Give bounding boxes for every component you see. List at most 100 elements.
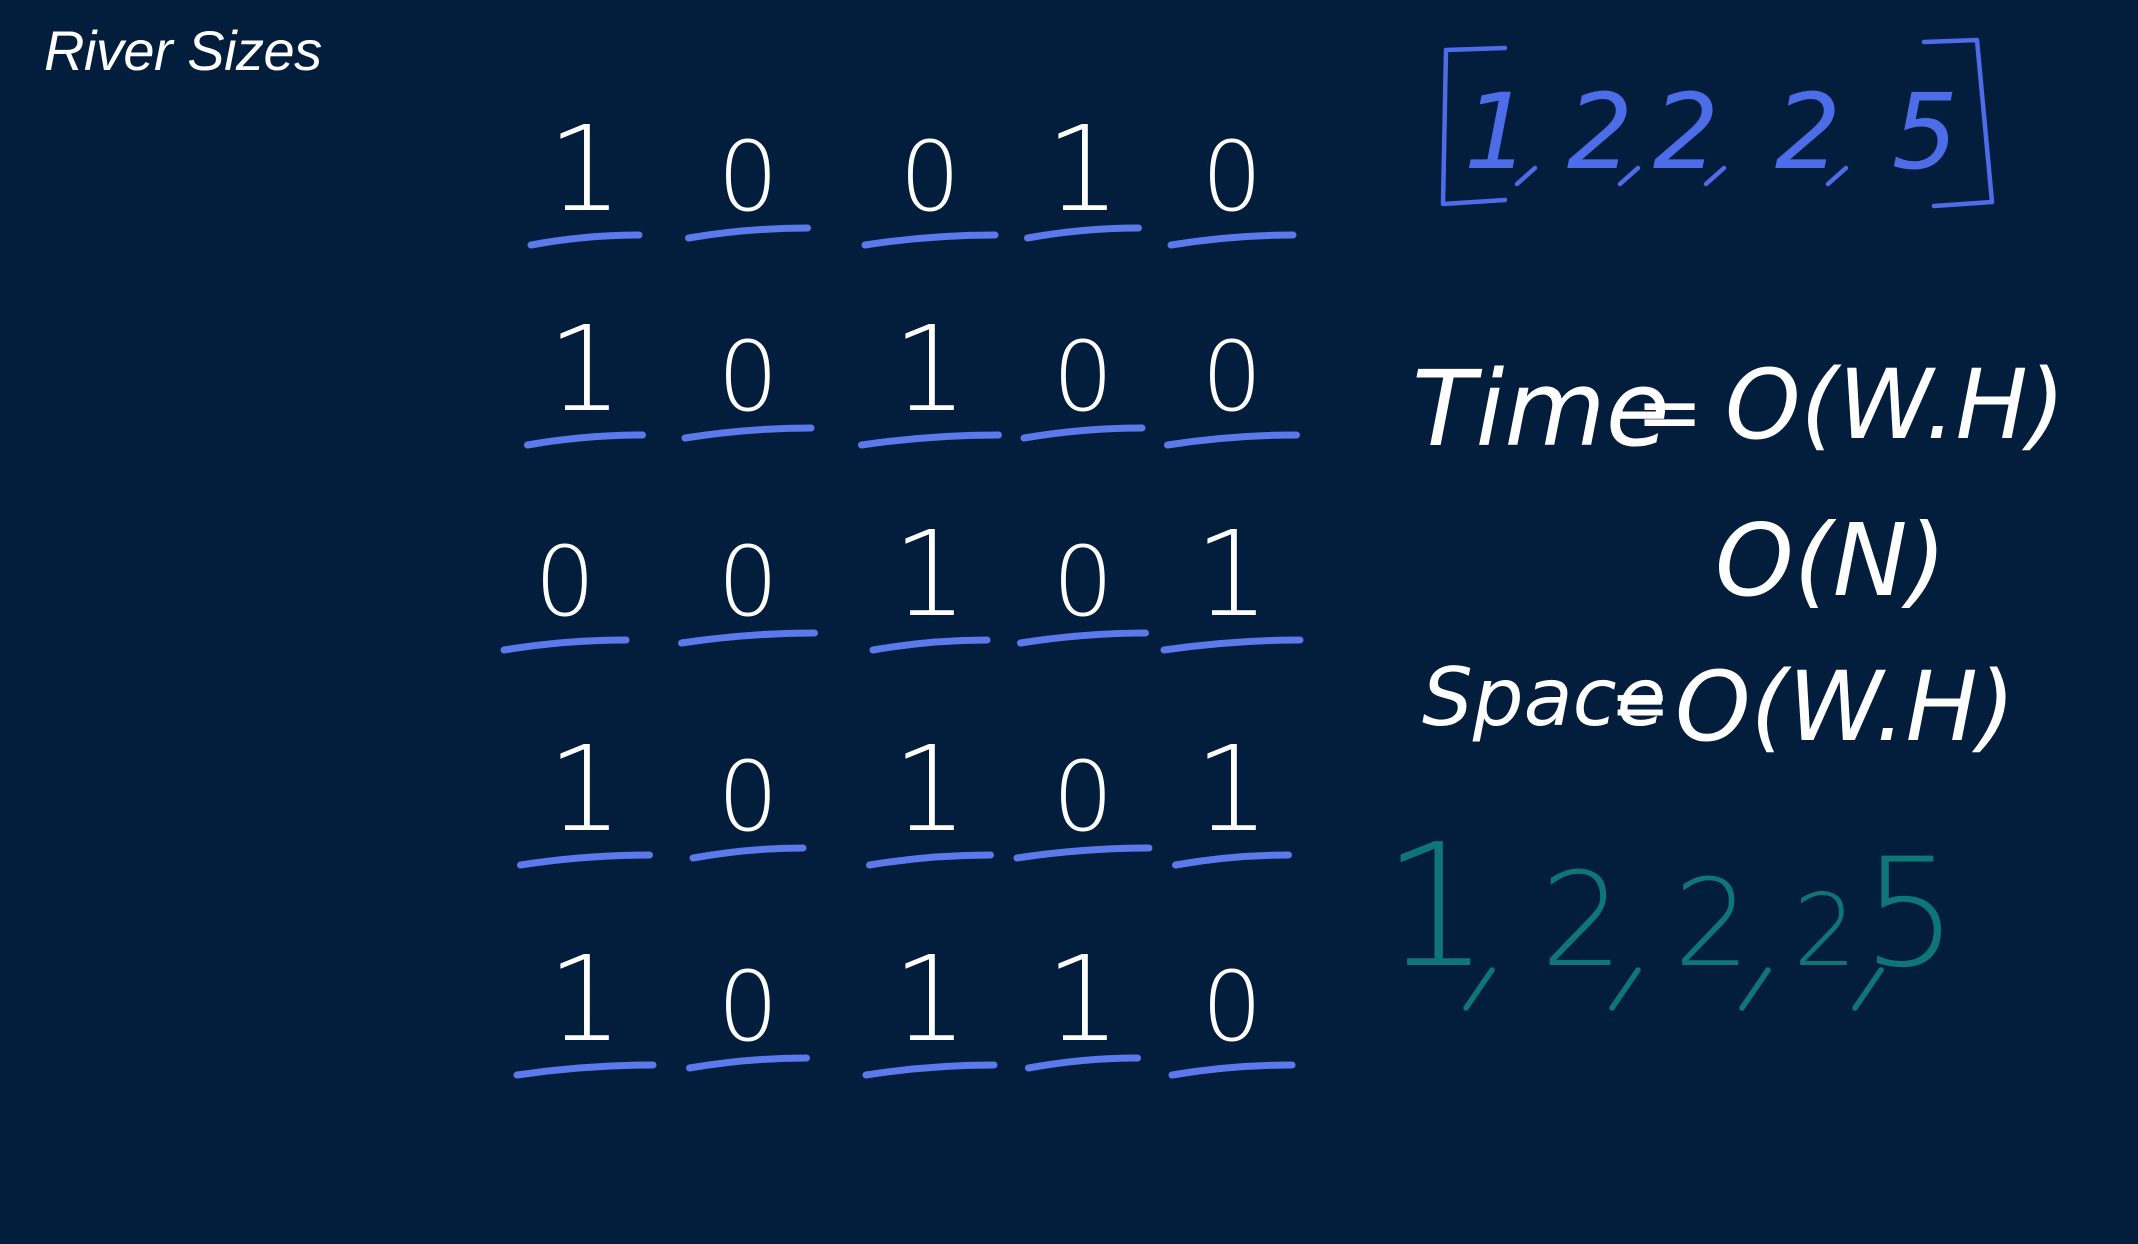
matrix-underline <box>524 431 646 449</box>
matrix-underline <box>866 851 994 869</box>
matrix-cell: 1 <box>866 720 994 869</box>
matrix-cell: 0 <box>1164 321 1300 449</box>
matrix-cell: 0 <box>1017 526 1149 647</box>
matrix-cell: 0 <box>1167 121 1297 249</box>
result-bottom-value: 5 <box>1862 827 1957 1001</box>
matrix-underline <box>1025 1054 1141 1072</box>
matrix-cell: 1 <box>527 100 643 249</box>
matrix-cell: 0 <box>861 121 999 249</box>
matrix-cell: 0 <box>678 526 818 647</box>
comma-mark <box>1825 165 1849 187</box>
matrix-cell: 1 <box>862 930 998 1079</box>
matrix-underline <box>1013 844 1153 862</box>
time-equals: = <box>1636 366 1703 459</box>
matrix-underline <box>1164 431 1300 449</box>
matrix-digit: 1 <box>1045 930 1120 1068</box>
matrix-cell: 0 <box>500 526 630 654</box>
result-bottom-value: 1 <box>1382 808 1490 1006</box>
matrix-digit: 0 <box>717 321 778 433</box>
matrix-underline <box>513 1061 657 1079</box>
matrix-underline <box>862 1061 998 1079</box>
matrix-underline <box>1160 636 1304 654</box>
comma-mark <box>1609 967 1641 1011</box>
left-bracket <box>1440 45 1508 207</box>
result-top-value: 5 <box>1892 71 1958 193</box>
time-label: Time <box>1412 348 1670 470</box>
matrix-underline <box>681 424 815 442</box>
matrix-digit: 1 <box>547 100 622 238</box>
matrix-cell: 0 <box>1020 321 1146 442</box>
result-bottom-value: 2 <box>1674 855 1750 994</box>
matrix-cell: 0 <box>1013 741 1153 862</box>
matrix-cell: 0 <box>1168 951 1296 1079</box>
matrix-underline <box>685 224 811 242</box>
right-bracket <box>1921 37 1995 209</box>
page-title: River Sizes <box>44 19 322 82</box>
matrix-underline <box>869 636 991 654</box>
matrix-digit: 1 <box>1194 720 1269 858</box>
result-bottom-value: 2 <box>1541 844 1624 996</box>
comma-mark <box>1514 165 1538 187</box>
matrix-underline <box>858 431 1002 449</box>
matrix-digit: 1 <box>547 930 622 1068</box>
matrix-cell: 0 <box>681 321 815 442</box>
matrix-digit: 1 <box>892 505 967 643</box>
matrix-digit: 0 <box>534 526 595 638</box>
matrix-cell: 1 <box>1160 505 1304 654</box>
matrix-digit: 0 <box>1201 951 1262 1063</box>
matrix-underline <box>678 629 818 647</box>
matrix-underline <box>1168 1061 1296 1079</box>
matrix-underline <box>1017 629 1149 647</box>
matrix-cell: 1 <box>513 930 657 1079</box>
matrix-underline <box>1167 231 1297 249</box>
matrix-underline <box>1020 424 1146 442</box>
matrix-underline <box>686 1054 810 1072</box>
comma-mark <box>1852 967 1884 1011</box>
time-alt-value: O(N) <box>1715 502 1947 619</box>
matrix-digit: 0 <box>717 121 778 233</box>
matrix-cell: 1 <box>1172 720 1292 869</box>
complexity-notes: Time = O(W.H) O(N) Space = O(W.H) <box>1412 348 2065 763</box>
matrix-digit: 1 <box>892 300 967 438</box>
result-top-value: 1 <box>1464 71 1530 193</box>
result-bottom-value: 2 <box>1793 872 1857 989</box>
matrix-digit: 0 <box>899 121 960 233</box>
comma-mark <box>1703 165 1727 187</box>
matrix-digit: 1 <box>892 720 967 858</box>
matrix-digit: 1 <box>1194 505 1269 643</box>
matrix-digit: 0 <box>1052 741 1113 853</box>
matrix-underline <box>689 844 807 862</box>
matrix-digit: 1 <box>547 720 622 858</box>
matrix-underline <box>1024 224 1142 242</box>
time-value: O(W.H) <box>1725 349 2065 461</box>
matrix-digit: 1 <box>1045 100 1120 238</box>
matrix-cell: 1 <box>517 720 653 869</box>
matrix-digit: 0 <box>1201 121 1262 233</box>
matrix-cell: 1 <box>1025 930 1141 1072</box>
matrix-underline <box>861 231 999 249</box>
matrix-cell: 1 <box>858 300 1002 449</box>
matrix-digit: 0 <box>717 741 778 853</box>
comma-mark <box>1463 967 1495 1011</box>
matrix-cell: 1 <box>869 505 991 654</box>
matrix-cell: 1 <box>524 300 646 449</box>
matrix-cell: 0 <box>689 741 807 862</box>
space-value: O(W.H) <box>1675 651 2015 763</box>
matrix-cell: 0 <box>686 951 810 1072</box>
matrix-underline <box>500 636 630 654</box>
matrix-underline <box>1172 851 1292 869</box>
matrix-underline <box>527 231 643 249</box>
matrix-digit: 0 <box>1201 321 1262 433</box>
comma-mark <box>1739 967 1771 1011</box>
result-top-value: 2 <box>1775 71 1841 193</box>
matrix-digit: 1 <box>547 300 622 438</box>
space-label: Space <box>1422 651 1666 744</box>
matrix-digit: 1 <box>892 930 967 1068</box>
matrix-cell: 0 <box>685 121 811 242</box>
comma-mark <box>1617 165 1641 187</box>
matrix-cell: 1 <box>1024 100 1142 242</box>
